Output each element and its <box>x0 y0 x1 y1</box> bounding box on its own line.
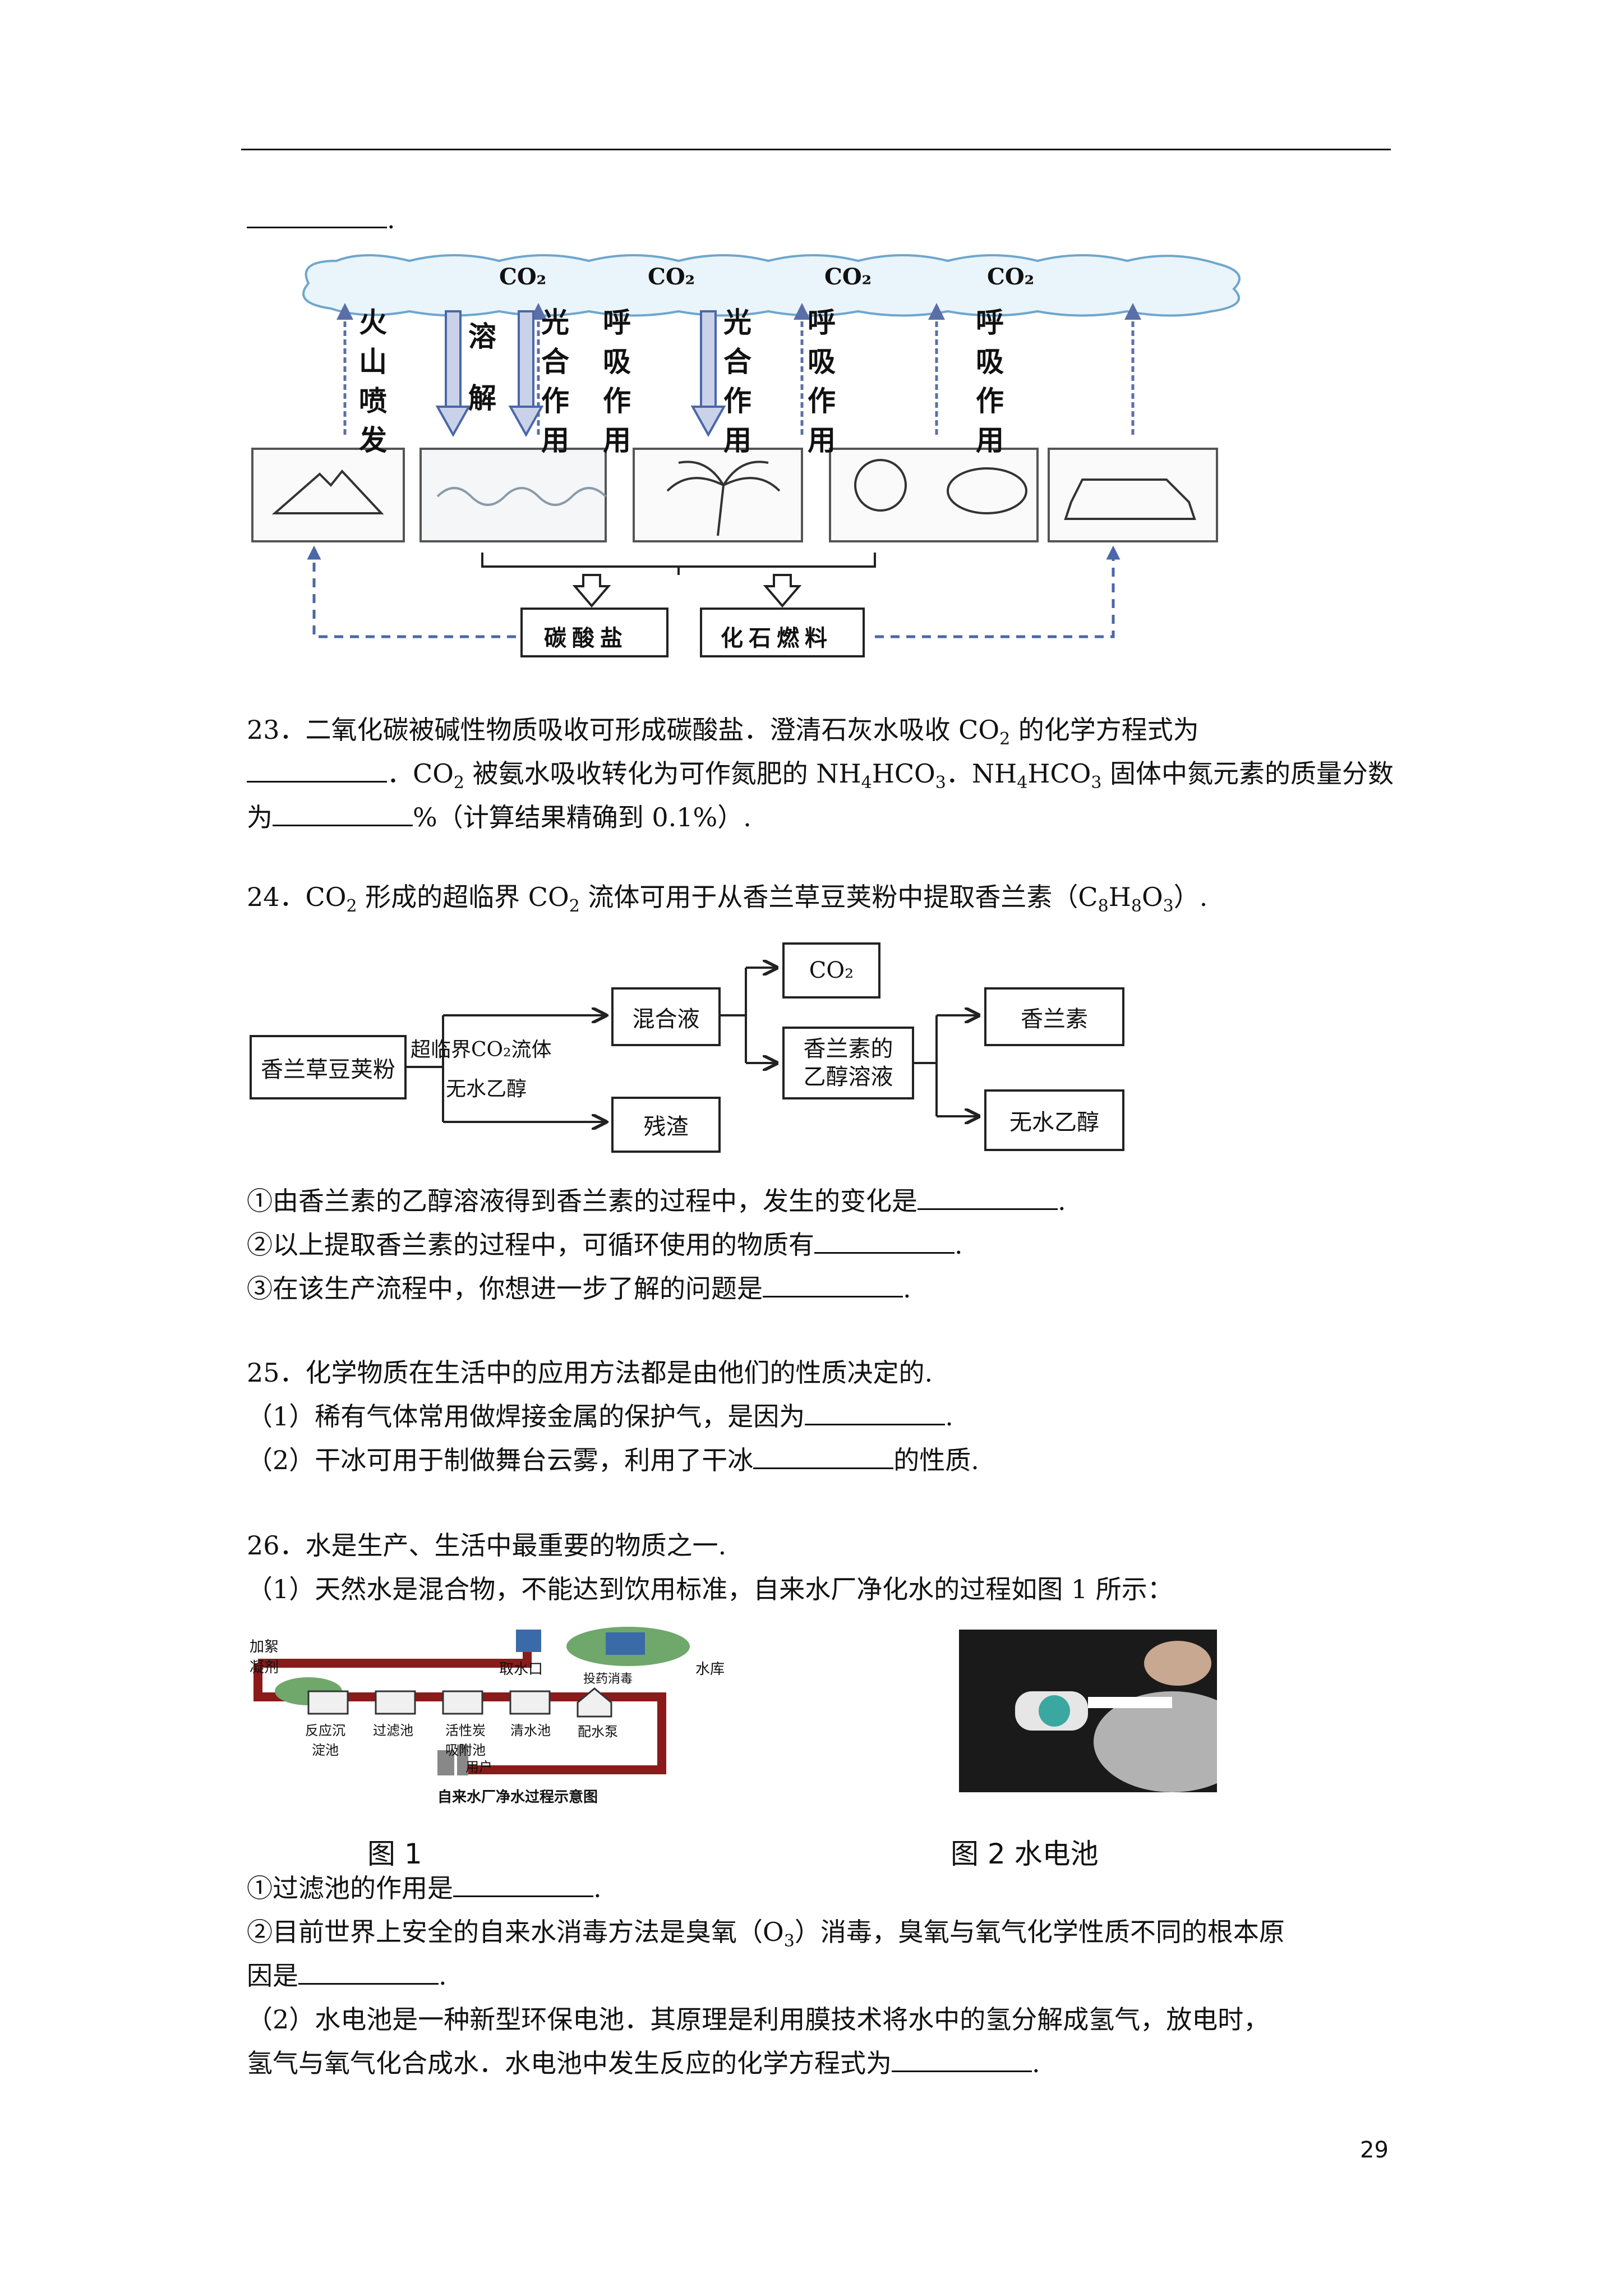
cloud-label-co2: CO₂ <box>499 264 547 290</box>
fossil-fuel-label: 化石燃料 <box>721 625 833 651</box>
label-photosynthesis: 光合作用 <box>723 306 751 457</box>
flow-arrow-top-label: 超临界CO₂流体 <box>411 1038 552 1061</box>
down-arrow-dissolve <box>435 310 471 438</box>
q26-sub2-line1: ②目前世界上安全的自来水消毒方法是臭氧（O3）消毒，臭氧与氧气化学性质不同的根本… <box>247 1917 1285 1952</box>
q23-line1: 23．二氧化碳被碱性物质吸收可形成碳酸盐．澄清石灰水吸收 CO2 的化学方程式为 <box>247 715 1199 749</box>
flow-start-box: 香兰草豆荚粉 <box>250 1035 407 1099</box>
cloud-label-co2: CO₂ <box>824 264 872 290</box>
figure2-water-battery-photo <box>959 1630 1251 1792</box>
carbonate-label: 碳酸盐 <box>544 625 628 651</box>
figure1-caption: 图 1 <box>367 1838 422 1870</box>
fig1-label: 反应沉淀池 <box>305 1723 345 1758</box>
q26-title: 26．水是生产、生活中最重要的物质之一. <box>247 1530 727 1561</box>
answer-blank[interactable] <box>805 1399 946 1425</box>
q25-title: 25．化学物质在生活中的应用方法都是由他们的性质决定的. <box>247 1358 933 1388</box>
flow-solution-box: 香兰素的乙醇溶液 <box>782 1027 914 1099</box>
q24-title: 24．CO2 形成的超临界 CO2 流体可用于从香兰草豆荚粉中提取香兰素（C8H… <box>247 882 1208 917</box>
top-answer-blank: . <box>247 202 395 237</box>
flow-arrow-bottom-label: 无水乙醇 <box>446 1078 527 1101</box>
q25-part2: （2）干冰可用于制做舞台云雾，利用了干冰的性质. <box>247 1443 979 1478</box>
q26-part2-line1: （2）水电池是一种新型环保电池．其原理是利用膜技术将水中的氢分解成氢气，放电时， <box>247 2004 1270 2035</box>
fig1-label: 活性炭吸附池 <box>445 1723 486 1758</box>
fig1-label: 投药消毒 <box>583 1672 633 1686</box>
answer-blank[interactable] <box>247 202 387 228</box>
answer-blank[interactable] <box>247 756 387 783</box>
people-animal-picture <box>829 448 1039 542</box>
cloud-shape <box>302 254 1241 317</box>
down-arrow-photosynthesis-2 <box>690 310 726 438</box>
answer-blank[interactable] <box>917 1184 1058 1210</box>
ocean-picture <box>419 448 607 542</box>
label-volcano: 火山喷发 <box>359 306 387 457</box>
fossil-fuel-box <box>700 608 865 657</box>
flow-mix-box: 混合液 <box>611 987 721 1046</box>
page-number: 29 <box>1360 2137 1389 2163</box>
answer-blank[interactable] <box>453 1871 593 1897</box>
down-arrow-photosynthesis-1 <box>508 310 544 438</box>
water-battery-svg <box>1015 1641 1251 1792</box>
label-respiration: 呼吸作用 <box>976 306 1004 457</box>
fig1-label: 过滤池 <box>373 1723 413 1738</box>
flow-vanillin-box: 香兰素 <box>984 987 1124 1046</box>
label-respiration: 呼吸作用 <box>808 306 836 457</box>
figure1-water-plant: 加絮凝剂 取水口 水库 投药消毒 反应沉淀池 过滤池 活性炭吸附池 清水池 配水… <box>247 1624 763 1809</box>
q26-part1: （1）天然水是混合物，不能达到饮用标准，自来水厂净化水的过程如图 1 所示： <box>247 1574 1173 1604</box>
answer-blank[interactable] <box>298 1958 439 1985</box>
q26-sub2-line2: 因是. <box>247 1958 447 1993</box>
label-respiration: 呼吸作用 <box>603 306 631 457</box>
fig1-title: 自来水厂净水过程示意图 <box>437 1789 598 1806</box>
label-dissolve: 溶解 <box>468 320 496 415</box>
q25-part1: （1）稀有气体常用做焊接金属的保护气，是因为. <box>247 1399 953 1434</box>
q26-sub1: ①过滤池的作用是. <box>247 1871 602 1906</box>
carbon-cycle-diagram: CO₂ CO₂ CO₂ CO₂ 火山喷发 溶解 光合作用 呼吸作用 光合作用 呼… <box>241 250 1273 659</box>
flow-residue-box: 残渣 <box>611 1097 721 1153</box>
brace <box>481 553 876 575</box>
label-photosynthesis: 光合作用 <box>541 306 569 457</box>
flow-ethanol-box: 无水乙醇 <box>984 1089 1124 1151</box>
fig1-label: 加絮凝剂 <box>250 1639 279 1676</box>
answer-blank[interactable] <box>763 1271 903 1297</box>
answer-blank[interactable] <box>753 1443 894 1469</box>
fig1-label: 水库 <box>695 1661 725 1678</box>
header-rule <box>241 149 1391 150</box>
vehicles-picture <box>1048 448 1218 542</box>
volcano-picture <box>251 448 405 542</box>
q23-line3: 为%（计算结果精确到 0.1%）. <box>247 800 751 835</box>
fig1-label: 用户 <box>465 1759 492 1775</box>
water-plant-svg <box>253 1627 690 1775</box>
q24-sub1: ①由香兰素的乙醇溶液得到香兰素的过程中，发生的变化是. <box>247 1184 1066 1218</box>
q24-sub2: ②以上提取香兰素的过程中，可循环使用的物质有. <box>247 1227 963 1262</box>
answer-blank[interactable] <box>892 2046 1032 2072</box>
flowchart-arrows <box>407 942 1144 1167</box>
period: . <box>387 204 395 234</box>
carbon-cycle-svg <box>251 254 1241 657</box>
cloud-label-co2: CO₂ <box>648 264 695 290</box>
answer-blank[interactable] <box>814 1227 955 1254</box>
fig1-label: 配水泵 <box>578 1724 618 1740</box>
q24-sub3: ③在该生产流程中，你想进一步了解的问题是. <box>247 1271 911 1306</box>
carbonate-box <box>520 608 668 657</box>
answer-blank[interactable] <box>273 800 413 826</box>
q26-part2-line2: 氢气与氧气化合成水．水电池中发生反应的化学方程式为. <box>247 2046 1040 2081</box>
flow-co2-box: CO₂ <box>782 942 880 999</box>
q23-line2: ．CO2 被氨水吸收转化为可作氮肥的 NH4HCO3．NH4HCO3 固体中氮元… <box>247 756 1394 800</box>
fig1-label: 取水口 <box>499 1661 543 1678</box>
fig1-label: 清水池 <box>510 1723 551 1738</box>
vanillin-flowchart: 香兰草豆荚粉 超临界CO₂流体 无水乙醇 混合液 残渣 CO₂ 香兰素的乙醇溶液… <box>247 942 1144 1167</box>
cloud-label-co2: CO₂ <box>987 264 1035 290</box>
figure2-caption: 图 2 水电池 <box>951 1838 1099 1870</box>
